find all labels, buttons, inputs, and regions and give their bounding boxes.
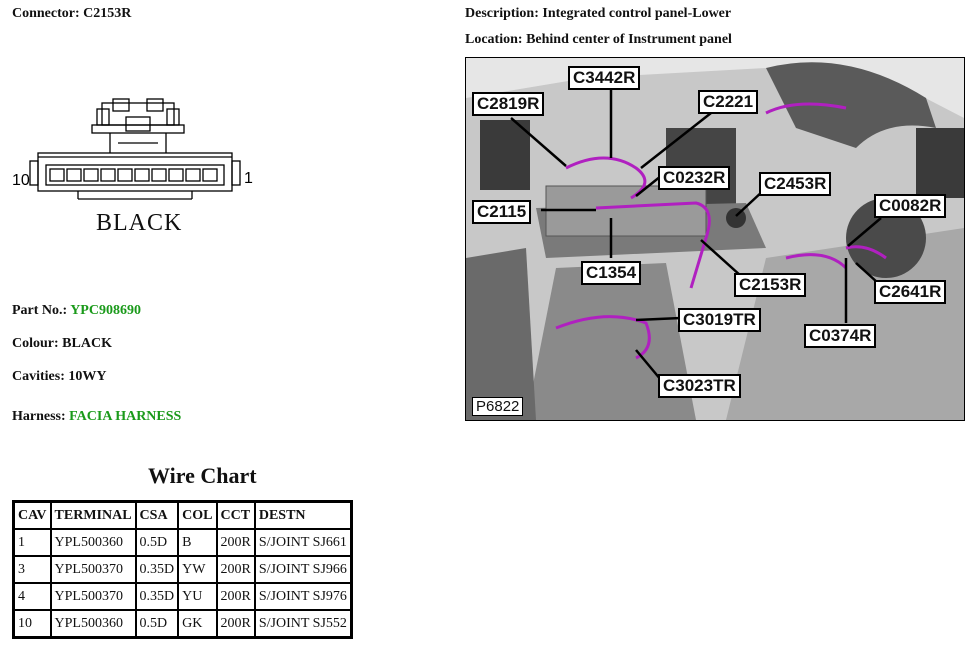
cell-cct: 200R: [215, 528, 256, 557]
callout-c2819r: C2819R: [472, 92, 545, 116]
callout-c0232r: C0232R: [658, 166, 731, 190]
cavities-label: Cavities:: [12, 369, 65, 384]
harness-link[interactable]: FACIA HARNESS: [69, 409, 182, 424]
table-row: 4 YPL500370 0.35D YU 200R S/JOINT SJ976: [12, 582, 353, 611]
cell-csa: 0.5D: [134, 609, 180, 639]
connector-header: Connector: C2153R: [12, 6, 131, 22]
harness-label: Harness:: [12, 409, 66, 424]
cell-cct: 200R: [215, 555, 256, 584]
cell-cav: 10: [12, 609, 52, 639]
header-col: COL: [177, 500, 218, 530]
connector-value: C2153R: [83, 6, 132, 21]
callout-c2453r: C2453R: [759, 172, 832, 196]
table-row: 10 YPL500360 0.5D GK 200R S/JOINT SJ552: [12, 609, 353, 639]
cell-csa: 0.5D: [134, 528, 180, 557]
callout-c2153r: C2153R: [734, 273, 807, 297]
description-header: Description: Integrated control panel-Lo…: [465, 6, 731, 22]
callout-c0374r: C0374R: [804, 324, 877, 348]
cavities-value: 10WY: [68, 369, 107, 384]
location-label: Location:: [465, 32, 523, 47]
cell-destn: S/JOINT SJ976: [253, 582, 353, 611]
header-terminal: TERMINAL: [49, 500, 137, 530]
location-value: Behind center of Instrument panel: [526, 32, 732, 47]
connector-colour-label: BLACK: [96, 210, 183, 236]
table-row: 3 YPL500370 0.35D YW 200R S/JOINT SJ966: [12, 555, 353, 584]
location-header: Location: Behind center of Instrument pa…: [465, 32, 732, 48]
cell-terminal: YPL500360: [49, 528, 137, 557]
callout-c2641r: C2641R: [874, 280, 947, 304]
callout-c3442r: C3442R: [568, 66, 641, 90]
cell-cav: 3: [12, 555, 52, 584]
wire-chart-table: CAV TERMINAL CSA COL CCT DESTN 1 YPL5003…: [12, 500, 353, 639]
callout-c0082r: C0082R: [874, 194, 947, 218]
wire-chart-title: Wire Chart: [148, 463, 257, 488]
callout-c1354: C1354: [581, 261, 642, 285]
cell-csa: 0.35D: [134, 582, 180, 611]
cavities-row: Cavities: 10WY: [12, 369, 107, 385]
colour-row: Colour: BLACK: [12, 336, 112, 352]
location-photo: C3442R C2819R C2221 C0232R C2453R C2115 …: [465, 57, 965, 421]
cell-destn: S/JOINT SJ661: [253, 528, 353, 557]
description-value: Integrated control panel-Lower: [542, 6, 732, 21]
callout-c2115: C2115: [472, 200, 532, 224]
cell-destn: S/JOINT SJ552: [253, 609, 353, 639]
cell-cav: 1: [12, 528, 52, 557]
connector-label: Connector:: [12, 6, 80, 21]
table-header-row: CAV TERMINAL CSA COL CCT DESTN: [12, 500, 353, 530]
cell-col: GK: [177, 609, 218, 639]
callout-c2221: C2221: [698, 90, 759, 114]
dashboard-illustration: [466, 58, 964, 420]
colour-label: Colour:: [12, 336, 59, 351]
cell-cav: 4: [12, 582, 52, 611]
cell-col: YW: [177, 555, 218, 584]
header-cct: CCT: [215, 500, 256, 530]
part-number-link[interactable]: YPC908690: [70, 303, 141, 318]
cell-csa: 0.35D: [134, 555, 180, 584]
callout-c3023tr: C3023TR: [658, 374, 741, 398]
pin-1-label: 1: [244, 170, 253, 187]
harness-row: Harness: FACIA HARNESS: [12, 409, 181, 425]
cell-cct: 200R: [215, 582, 256, 611]
pin-10-label: 10: [12, 172, 30, 189]
cell-destn: S/JOINT SJ966: [253, 555, 353, 584]
callout-c3019tr: C3019TR: [678, 308, 761, 332]
part-number-row: Part No.: YPC908690: [12, 303, 141, 319]
colour-value: BLACK: [62, 336, 112, 351]
cell-cct: 200R: [215, 609, 256, 639]
cell-terminal: YPL500360: [49, 609, 137, 639]
header-cav: CAV: [12, 500, 52, 530]
header-csa: CSA: [134, 500, 180, 530]
description-label: Description:: [465, 6, 539, 21]
cell-terminal: YPL500370: [49, 555, 137, 584]
photo-id-label: P6822: [472, 397, 524, 416]
cell-terminal: YPL500370: [49, 582, 137, 611]
cell-col: B: [177, 528, 218, 557]
header-destn: DESTN: [253, 500, 353, 530]
cell-col: YU: [177, 582, 218, 611]
table-row: 1 YPL500360 0.5D B 200R S/JOINT SJ661: [12, 528, 353, 557]
connector-pin-diagram: 10 1: [12, 98, 253, 200]
part-label: Part No.:: [12, 303, 68, 318]
